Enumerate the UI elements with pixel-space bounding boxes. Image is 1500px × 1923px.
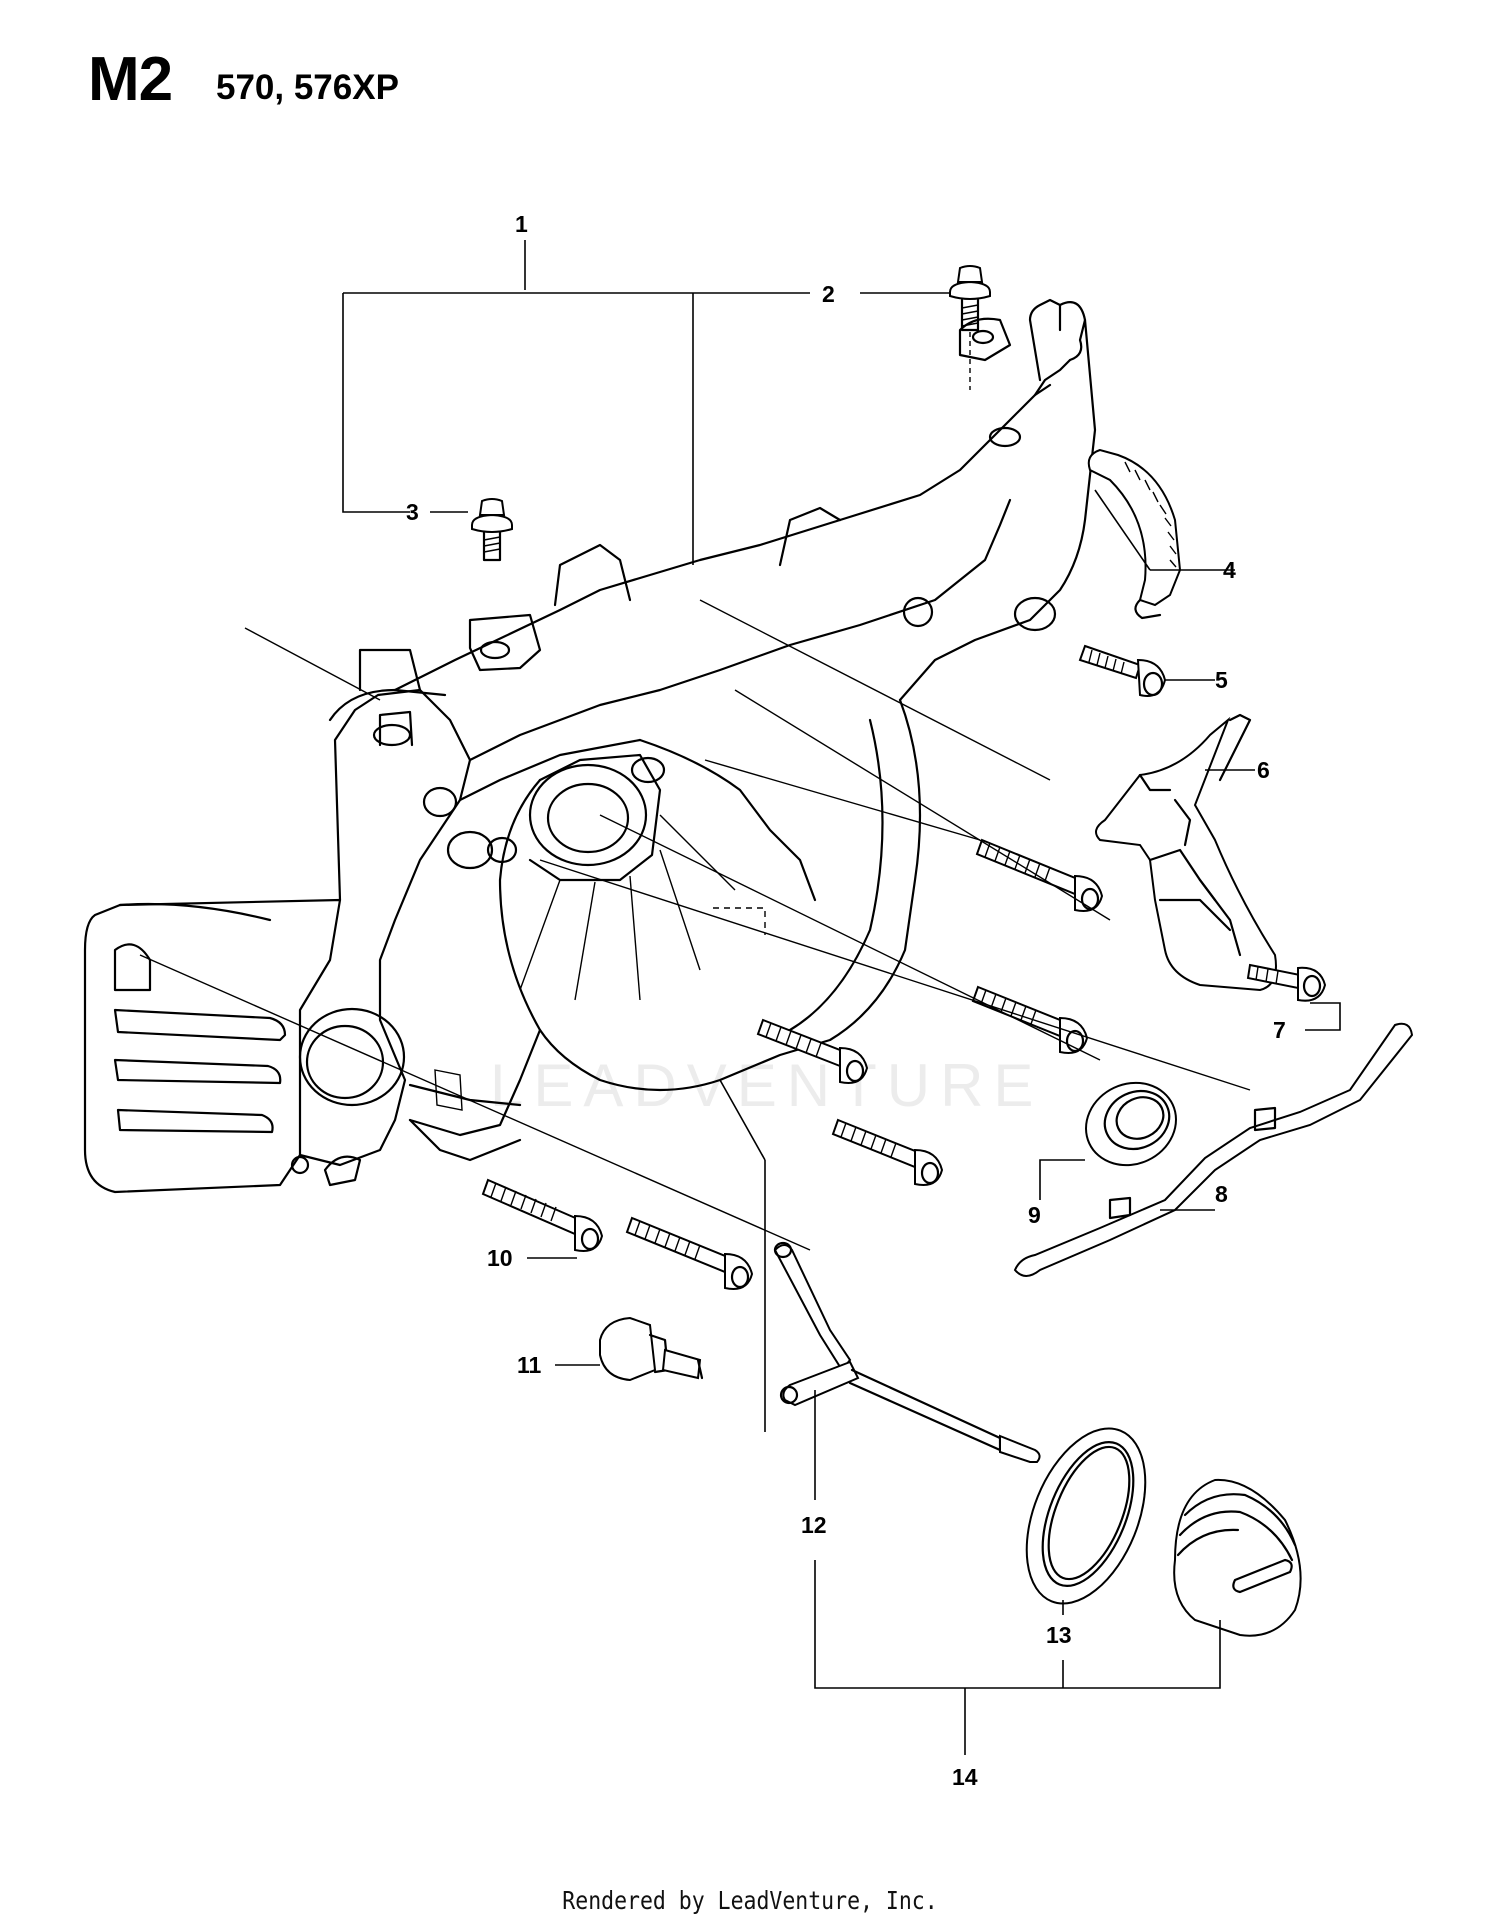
screw-flange-left [471,498,513,562]
diagram-code: M2 [88,45,173,114]
socket-screw-10b [625,1216,754,1290]
callout-4: 4 [1223,557,1236,583]
callout-7: 7 [1273,1017,1286,1043]
leader-lines [342,240,1341,1755]
callout-10: 10 [487,1245,513,1271]
model-numbers: 570, 576XP [216,68,399,107]
seal-ring [1085,1081,1177,1167]
callout-14: 14 [952,1764,978,1790]
callout-1: 1 [515,211,528,237]
filler-cap [1173,1478,1302,1637]
callout-12: 12 [801,1512,827,1538]
watermark-text: LEADVENTURE [490,1052,1043,1119]
gasket-ring [1025,1427,1147,1605]
crankcase-housing [83,298,1097,1194]
oil-line-bar [1013,1022,1414,1277]
socket-screw-7 [1246,963,1327,1002]
callout-8: 8 [1215,1181,1228,1207]
pump-knob [599,1316,704,1382]
oil-pickup-tube [773,1241,1041,1463]
callout-11: 11 [517,1352,542,1378]
callout-13: 13 [1046,1622,1072,1648]
callout-5: 5 [1215,667,1228,693]
callout-3: 3 [406,499,419,525]
footer-credit: Rendered by LeadVenture, Inc. [562,1886,938,1915]
callout-9: 9 [1028,1202,1041,1228]
screw-flange-top [949,265,991,390]
long-socket-screw-c [756,1018,869,1084]
chain-guard-cover [1095,713,1277,992]
socket-screw-10 [481,1178,604,1252]
socket-screw-5 [1078,644,1167,697]
callout-labels: 1 2 3 4 5 6 7 8 9 10 11 12 13 14 [406,211,1286,1790]
callout-2: 2 [822,281,835,307]
rear-grip-pad [1087,448,1182,620]
long-socket-screw-d [831,1118,944,1186]
callout-6: 6 [1257,757,1270,783]
long-socket-screw-b [971,985,1089,1054]
